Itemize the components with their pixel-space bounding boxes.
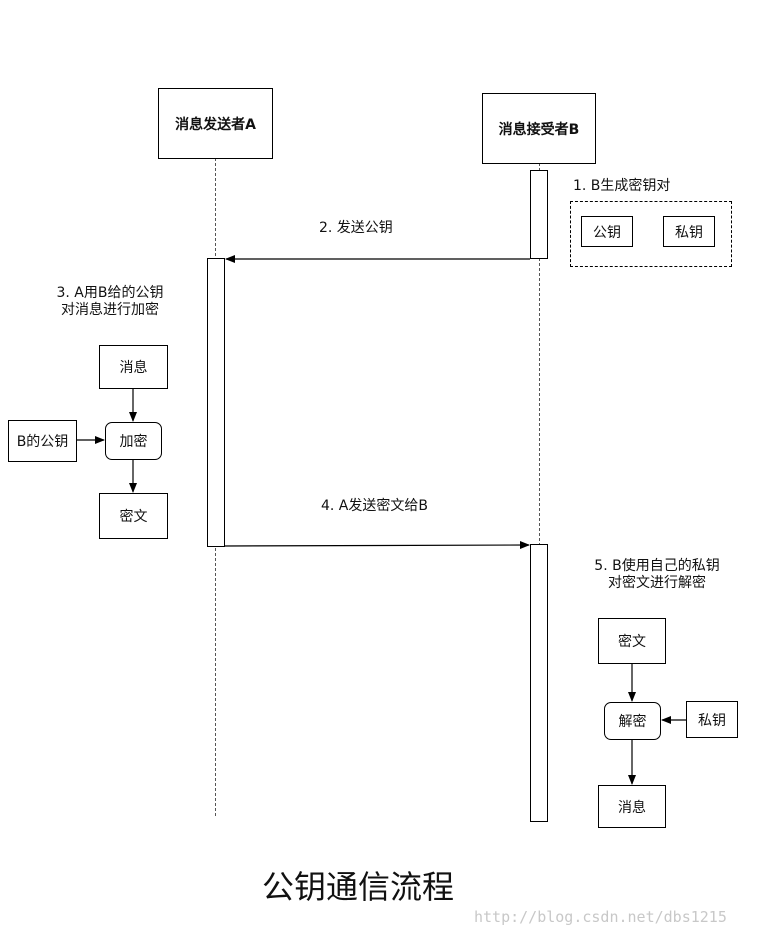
ciphertext-box-a: 密文 bbox=[99, 493, 168, 539]
actor-b: 消息接受者B bbox=[482, 93, 596, 164]
ciphertext-label-a: 密文 bbox=[119, 509, 148, 525]
ciphertext-box-b: 密文 bbox=[598, 618, 666, 664]
private-key-input-label: 私钥 bbox=[698, 712, 726, 729]
public-key-box: 公钥 bbox=[581, 216, 633, 247]
message-box-b: 消息 bbox=[598, 785, 666, 828]
b-public-key-box: B的公钥 bbox=[8, 420, 77, 462]
step5-label-line1: 5. B使用自己的私钥 bbox=[594, 558, 720, 574]
message-label-b: 消息 bbox=[618, 799, 646, 816]
step5-label-line2: 对密文进行解密 bbox=[608, 575, 706, 591]
encrypt-label: 加密 bbox=[119, 434, 148, 450]
step3-label-line1: 3. A用B给的公钥 bbox=[56, 285, 164, 301]
send-ciphertext-arrow bbox=[224, 541, 530, 550]
activation-a bbox=[207, 258, 225, 547]
step2-label: 2. 发送公钥 bbox=[319, 220, 393, 236]
diagram-title: 公钥通信流程 bbox=[262, 868, 455, 906]
step4-label: 4. A发送密文给B bbox=[321, 498, 428, 514]
step1-label: 1. B生成密钥对 bbox=[573, 178, 671, 194]
message-box: 消息 bbox=[99, 345, 168, 389]
actor-a-label: 消息发送者A bbox=[175, 116, 256, 133]
decrypt-label: 解密 bbox=[618, 714, 647, 730]
decrypt-box: 解密 bbox=[604, 702, 661, 740]
activation-b-1 bbox=[530, 170, 548, 259]
b-public-key-label: B的公钥 bbox=[16, 434, 69, 450]
ciphertext-label-b: 密文 bbox=[618, 634, 646, 650]
private-key-box: 私钥 bbox=[663, 216, 715, 247]
message-label: 消息 bbox=[119, 360, 148, 376]
lifeline-b bbox=[539, 163, 540, 821]
actor-a: 消息发送者A bbox=[158, 88, 273, 159]
actor-b-label: 消息接受者B bbox=[498, 121, 580, 138]
step3-label-line2: 对消息进行加密 bbox=[61, 302, 159, 318]
key-pair-group bbox=[570, 201, 732, 267]
private-key-label: 私钥 bbox=[675, 224, 703, 241]
public-key-label: 公钥 bbox=[593, 224, 621, 241]
watermark: http://blog.csdn.net/dbs1215 bbox=[474, 908, 727, 926]
private-key-input-box: 私钥 bbox=[686, 701, 738, 738]
activation-b-2 bbox=[530, 544, 548, 822]
encrypt-box: 加密 bbox=[105, 422, 162, 460]
